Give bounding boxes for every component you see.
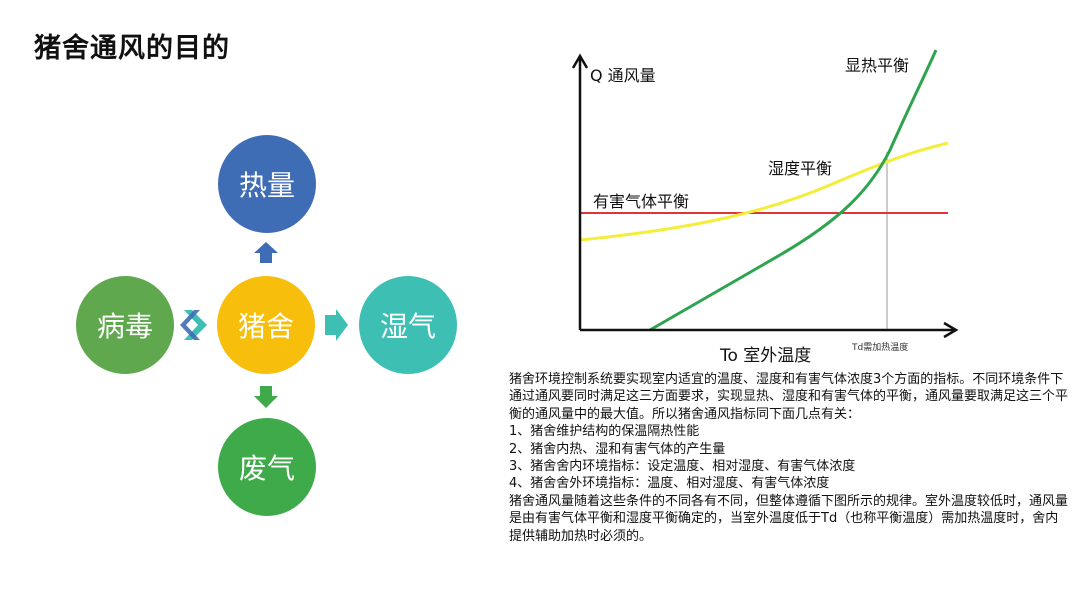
td-label: Td需加热温度 <box>852 343 909 353</box>
heat-circle: 热量 <box>218 135 316 233</box>
diagram-arrows <box>180 242 348 408</box>
ventilation-chart <box>571 49 959 339</box>
humidity-label: 湿度平衡 <box>768 159 833 178</box>
arrow-right-icon <box>325 309 348 341</box>
description-item: 4、猪舍舍外环境指标：温度、相对湿度、有害气体浓度 <box>509 476 830 492</box>
arrow-bidirectional-icon <box>184 310 207 340</box>
description-paragraph: 猪舍通风量随着这些条件的不同各有不同，但整体遵循下图所示的规律。室外温度较低时，… <box>509 493 1069 544</box>
waste-gas-circle: 废气 <box>218 418 316 516</box>
humidity-balance-curve <box>579 141 949 242</box>
page-title: 猪舍通风的目的 <box>34 33 230 64</box>
gas-label: 有害气体平衡 <box>593 192 690 211</box>
arrow-up-icon <box>254 242 278 263</box>
y-axis-label: Q 通风量 <box>590 66 656 85</box>
sensible-heat-label: 显热平衡 <box>845 56 910 75</box>
x-axis-label: To 室外温度 <box>720 346 812 366</box>
description-item: 2、猪舍内热、湿和有害气体的产生量 <box>509 441 726 457</box>
arrow-down-icon <box>254 386 278 408</box>
humidity-circle: 湿气 <box>359 276 457 374</box>
description-item: 1、猪舍维护结构的保温隔热性能 <box>509 424 700 440</box>
description-item: 3、猪舍舍内环境指标：设定温度、相对湿度、有害气体浓度 <box>509 459 856 475</box>
virus-circle: 病毒 <box>76 276 174 374</box>
sensible-heat-curve <box>649 49 938 332</box>
description-text: 猪舍环境控制系统要实现室内适宜的温度、湿度和有害气体浓度3个方面的指标。不同环境… <box>509 371 1069 545</box>
description-paragraph: 猪舍环境控制系统要实现室内适宜的温度、湿度和有害气体浓度3个方面的指标。不同环境… <box>509 372 1069 422</box>
pigsty-circle: 猪舍 <box>217 276 315 374</box>
